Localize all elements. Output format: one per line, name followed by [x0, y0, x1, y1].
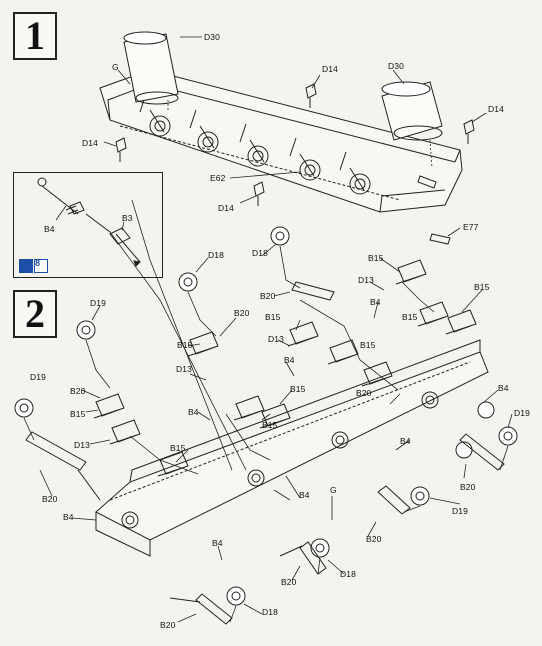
label-b4: B4: [44, 224, 55, 234]
label-d19: D19: [90, 298, 106, 308]
label-b15: B15: [290, 384, 306, 394]
label-e77: E77: [463, 222, 479, 232]
label-d14: D14: [218, 203, 234, 213]
swing-arms-b20: [25, 281, 505, 625]
step-number-1: 1: [13, 12, 57, 60]
pin-d14-parts: [115, 83, 475, 245]
label-b20: B20: [460, 482, 476, 492]
bracket-units-b15: [93, 259, 477, 477]
label-b4: B4: [212, 538, 223, 548]
label-d13: D13: [268, 334, 284, 344]
label-b20: B20: [366, 534, 382, 544]
label-d18: D18: [340, 569, 356, 579]
label-b20: B20: [160, 620, 176, 630]
label-b15: B15: [262, 420, 278, 430]
label-b15: B15: [360, 340, 376, 350]
label-b3: B3: [122, 213, 133, 223]
label-b20: B20: [70, 386, 86, 396]
tube-d30-left: [123, 31, 179, 105]
label-b4: B4: [370, 297, 381, 307]
label-b15: B15: [70, 409, 86, 419]
suspension-frame: [95, 339, 489, 557]
label-b4: B4: [284, 355, 295, 365]
label-d13: D13: [358, 275, 374, 285]
label-b15: B15: [402, 312, 418, 322]
glue-brush-icon: [19, 259, 33, 273]
label-b4: B4: [63, 512, 74, 522]
tube-d30-right: [381, 81, 443, 141]
label-d14: D14: [82, 138, 98, 148]
hull-side-g: [99, 69, 463, 213]
leader-lines-step2: [39, 243, 513, 623]
label-d13: D13: [176, 364, 192, 374]
label-d30: D30: [204, 32, 220, 42]
label-b15: B15: [368, 253, 384, 263]
label-b4: B4: [299, 490, 310, 500]
label-b20: B20: [281, 577, 297, 587]
label-g: G: [330, 485, 337, 495]
label-g: G: [112, 62, 119, 72]
label-b15: B15: [177, 340, 193, 350]
label-b20: B20: [260, 291, 276, 301]
leader-lines-step1: [103, 36, 487, 237]
inset-drawing: [37, 177, 142, 267]
parts-count-badge: [34, 259, 48, 273]
assembly-paths: [23, 199, 509, 623]
label-d18: D18: [252, 248, 268, 258]
detail-inset: [13, 172, 163, 278]
label-d30: D30: [388, 61, 404, 71]
wheel-hubs-d18-d19: [14, 226, 518, 606]
label-b20: B20: [234, 308, 250, 318]
label-d19: D19: [30, 372, 46, 382]
label-b15: B15: [265, 312, 281, 322]
label-b4: B4: [188, 407, 199, 417]
label-b15: B15: [474, 282, 490, 292]
label-b4: B4: [498, 383, 509, 393]
label-b15: B15: [170, 443, 186, 453]
label-d18: D18: [262, 607, 278, 617]
label-d19: D19: [452, 506, 468, 516]
label-b20: B20: [356, 388, 372, 398]
label-b20: B20: [42, 494, 58, 504]
parts-count-text: 8: [35, 258, 41, 268]
label-d18: D18: [208, 250, 224, 260]
label-e62: E62: [210, 173, 226, 183]
label-d19: D19: [514, 408, 530, 418]
label-d13: D13: [74, 440, 90, 450]
label-b4: B4: [400, 436, 411, 446]
step-number-2: 2: [13, 290, 57, 338]
label-d14: D14: [488, 104, 504, 114]
label-d14: D14: [322, 64, 338, 74]
